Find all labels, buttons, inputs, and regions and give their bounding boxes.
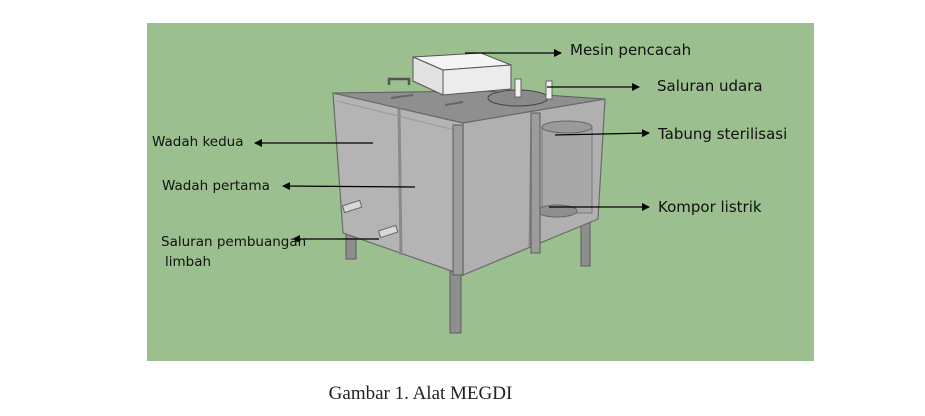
label-kompor-listrik: Kompor listrik — [658, 198, 762, 216]
air-pipes — [514, 78, 553, 100]
frame-posts — [452, 112, 541, 276]
caption-text: Gambar 1. Alat MEGDI — [328, 383, 513, 404]
figure-caption: Gambar 1. Alat MEGDI — [0, 383, 925, 405]
apparatus-illustration — [254, 49, 650, 334]
label-saluran-pembuangan-line1: Saluran pembuangan — [161, 234, 307, 250]
label-tabung-sterilisasi: Tabung sterilisasi — [658, 125, 788, 143]
machine-diagram: Mesin pencacah Saluran udara Tabung ster… — [147, 23, 814, 361]
pointer-arrows — [254, 49, 650, 243]
shredder-machine — [412, 52, 512, 96]
sterilization-tube — [536, 120, 593, 218]
label-wadah-pertama: Wadah pertama — [162, 178, 270, 194]
lid-handle — [387, 77, 411, 85]
label-saluran-pembuangan-line2: limbah — [165, 254, 212, 270]
label-wadah-kedua: Wadah kedua — [152, 134, 244, 150]
arrow-tabung-sterilisasi — [554, 129, 650, 138]
arrow-wadah-pertama — [282, 182, 416, 191]
label-mesin-pencacah: Mesin pencacah — [570, 41, 692, 59]
label-saluran-udara: Saluran udara — [657, 77, 763, 95]
drain-pipes — [341, 199, 399, 239]
